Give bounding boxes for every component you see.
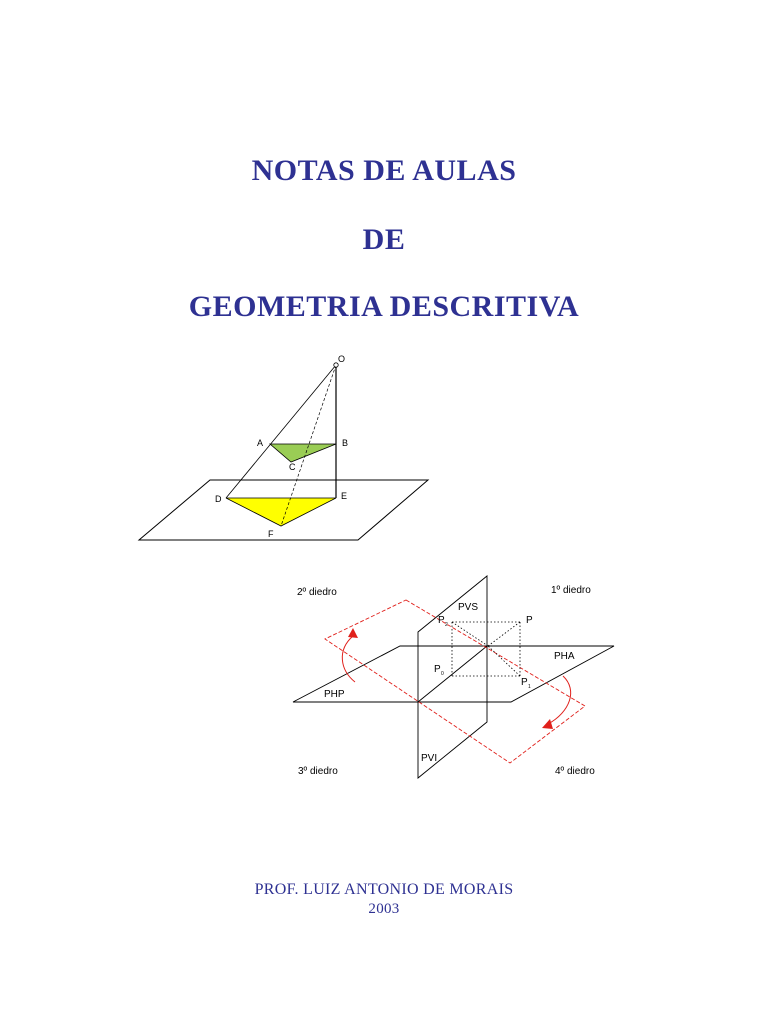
- plane-pvi-label: PVI: [421, 753, 437, 764]
- title-line-3: GEOMETRIA DESCRITIVA: [188, 290, 580, 323]
- dihedra-diagram: 2º diedro 1º diedro 3º diedro 4º diedro …: [292, 575, 615, 779]
- label-e: E: [341, 491, 347, 501]
- dihedron-4-label: 4º diedro: [555, 766, 595, 777]
- point-p1-sub: 1: [528, 684, 531, 690]
- label-b: B: [342, 438, 348, 448]
- proj-p1-axis: [487, 645, 521, 677]
- proj-p2-axis: [451, 621, 489, 647]
- dihedron-3-label: 3º diedro: [298, 766, 338, 777]
- point-p2-sub: 2: [445, 622, 448, 628]
- label-a: A: [257, 438, 263, 448]
- ray-o-f: [280, 364, 337, 527]
- rotation-plane: [324, 599, 586, 764]
- title-line-2: DE: [362, 223, 406, 256]
- projection-plane: [137, 479, 430, 541]
- point-p0-sub: 0: [441, 671, 444, 677]
- projection-diagram: O A B C D E F: [137, 354, 430, 541]
- plane-intersection: [417, 645, 488, 703]
- plane-php-label: PHP: [324, 689, 345, 700]
- proj-p-axis: [487, 621, 521, 647]
- label-o: O: [338, 354, 345, 364]
- vertical-plane: [417, 575, 488, 779]
- label-f: F: [268, 529, 274, 539]
- point-p0-label: P: [434, 664, 441, 675]
- point-p2-label: P: [438, 615, 445, 626]
- arrow-head-left: [348, 628, 358, 638]
- rotation-arrow-left: [341, 635, 356, 683]
- triangle-def: [225, 497, 337, 527]
- dihedron-2-label: 2º diedro: [297, 587, 337, 598]
- title-line-1: NOTAS DE AULAS: [251, 154, 517, 187]
- point-p1-label: P: [521, 677, 528, 688]
- plane-pha-label: PHA: [554, 651, 575, 662]
- point-p-label: P: [526, 615, 533, 626]
- author-name: PROF. LUIZ ANTONIO DE MORAIS: [254, 881, 514, 898]
- horizontal-plane: [292, 645, 615, 703]
- point-o: [333, 362, 339, 368]
- label-d: D: [215, 494, 222, 504]
- publication-year: 2003: [368, 901, 400, 917]
- arrow-head-right: [542, 719, 553, 729]
- label-c: C: [289, 462, 296, 472]
- plane-pvs-label: PVS: [458, 602, 478, 613]
- ray-o-d: [225, 364, 337, 499]
- rotation-arrow-right: [547, 675, 572, 725]
- triangle-abc: [268, 443, 337, 463]
- dihedron-1-label: 1º diedro: [551, 585, 591, 596]
